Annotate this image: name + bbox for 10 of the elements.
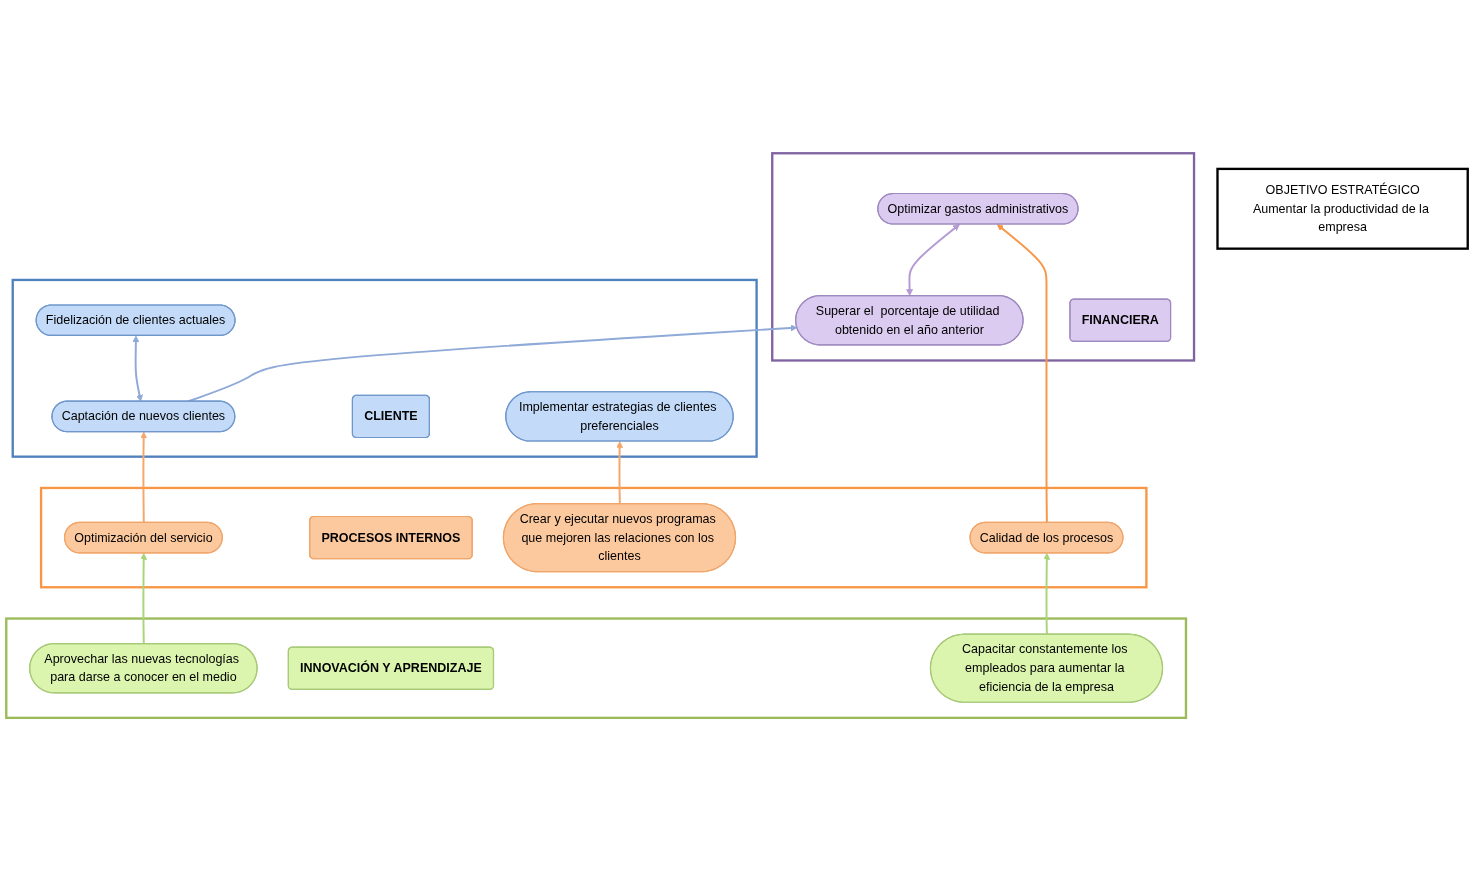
- cluster: [771, 152, 1196, 363]
- cluster: [39, 487, 1148, 589]
- arrow: [132, 336, 143, 402]
- arrow: [140, 553, 148, 646]
- cluster: [11, 279, 758, 459]
- cluster: [5, 617, 1188, 720]
- arrow: [906, 224, 960, 297]
- arrow: [616, 441, 624, 506]
- node-box: OBJETIVO ESTRATÉGICO Aumentar la productividad de la empresa: [1216, 168, 1469, 251]
- arrow: [1043, 553, 1051, 636]
